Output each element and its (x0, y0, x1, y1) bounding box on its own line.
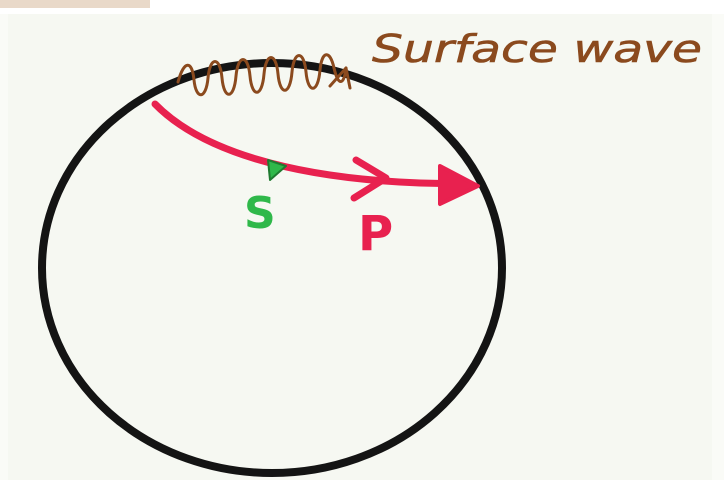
p-wave-label: P (358, 206, 393, 262)
earth-outline (42, 63, 502, 473)
p-wave-path (155, 104, 466, 184)
surface-wave-label: Surface wave (372, 27, 702, 71)
s-wave-label: S (244, 188, 276, 239)
